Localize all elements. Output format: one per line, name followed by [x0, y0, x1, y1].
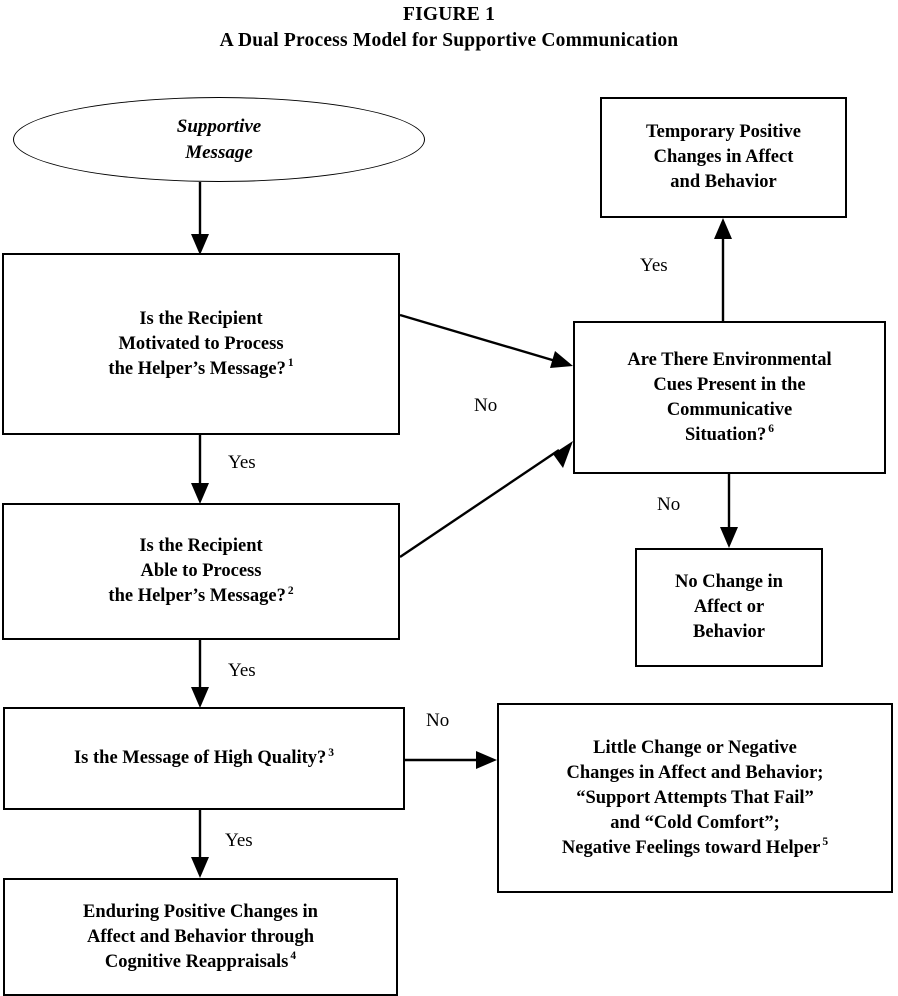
node-line: Is the Recipient — [139, 536, 263, 556]
node-line: Communicative — [666, 399, 793, 420]
node-line-text: Negative Feelings toward Helper — [561, 837, 821, 858]
node-line-with-footnote: the Helper’s Message?2 — [10, 584, 392, 609]
edge-label-no-quality-to-little-change: No — [426, 710, 450, 731]
node-line-text: Situation? — [685, 424, 767, 445]
node-line: Temporary Positive — [645, 122, 801, 142]
node-line-with-footnote: the Helper’s Message?1 — [10, 357, 392, 382]
node-enduring-positive-changes[interactable]: Enduring Positive Changes in Affect and … — [3, 878, 398, 996]
node-line-with-footnote: Is the Message of High Quality?3 — [11, 746, 397, 771]
edge-label-no-to-environmental: No — [474, 395, 498, 416]
edge-label-yes-quality-to-enduring: Yes — [225, 830, 253, 851]
node-line-text: Cognitive Reappraisals — [104, 951, 289, 972]
edge-quality-to-enduring — [191, 810, 209, 878]
node-environmental-cues[interactable]: Are There Environmental Cues Present in … — [573, 321, 886, 474]
edge-environmental-to-temporary — [714, 218, 732, 321]
node-line: Cues Present in the — [653, 374, 806, 395]
footnote-marker: 1 — [287, 357, 294, 370]
footnote-marker: 3 — [328, 746, 335, 759]
node-line: Affect and Behavior through — [87, 926, 314, 947]
node-line-text: the Helper’s Message? — [108, 586, 286, 606]
node-line: Supportive — [176, 115, 262, 137]
edge-label-yes-able-to-quality: Yes — [228, 660, 256, 681]
node-line: Changes in Affect and Behavior; — [566, 762, 824, 783]
node-is-recipient-motivated[interactable]: Is the Recipient Motivated to Process th… — [2, 253, 400, 435]
footnote-marker: 4 — [290, 950, 297, 963]
node-line: Able to Process — [140, 561, 262, 581]
node-line: “Support Attempts That Fail” — [576, 787, 814, 808]
node-line: Little Change or Negative — [593, 737, 797, 758]
node-no-change[interactable]: No Change in Affect or Behavior — [635, 548, 823, 667]
node-temporary-positive-changes[interactable]: Temporary Positive Changes in Affect and… — [600, 97, 847, 218]
node-line: Changes in Affect — [653, 147, 794, 167]
figure-number: FIGURE 1 — [402, 4, 496, 25]
node-line-with-footnote: Situation?6 — [581, 423, 878, 448]
footnote-marker: 5 — [822, 836, 829, 849]
edge-able-to-environmental — [399, 441, 573, 558]
node-line: Behavior — [693, 622, 765, 642]
node-line: and “Cold Comfort”; — [610, 812, 780, 833]
node-line: Enduring Positive Changes in — [83, 901, 318, 922]
node-little-or-negative-change[interactable]: Little Change or Negative Changes in Aff… — [497, 703, 893, 893]
node-line: Motivated to Process — [118, 333, 284, 354]
edge-motivated-to-environmental — [399, 313, 573, 368]
node-line: No Change in — [675, 572, 783, 592]
node-line: Affect or — [693, 597, 765, 617]
node-line-text: Is the Message of High Quality? — [73, 748, 327, 768]
node-line: and Behavior — [670, 172, 777, 192]
footnote-marker: 2 — [287, 584, 294, 597]
figure-title: A Dual Process Model for Supportive Comm… — [219, 30, 679, 51]
edge-motivated-to-able — [191, 435, 209, 504]
node-line: Are There Environmental — [627, 349, 832, 370]
node-is-message-high-quality[interactable]: Is the Message of High Quality?3 — [3, 707, 405, 810]
node-line: Is the Recipient — [139, 308, 263, 329]
node-line-text: the Helper’s Message? — [108, 358, 286, 379]
node-is-recipient-able[interactable]: Is the Recipient Able to Process the Hel… — [2, 503, 400, 640]
edge-message-to-motivated — [191, 182, 209, 255]
edge-label-yes-motivated-to-able: Yes — [228, 452, 256, 473]
edge-environmental-to-no-change — [720, 474, 738, 548]
edge-able-to-quality — [191, 640, 209, 708]
footnote-marker: 6 — [768, 423, 774, 436]
node-line: Message — [185, 141, 253, 163]
node-supportive-message[interactable]: Supportive Message — [13, 97, 425, 182]
edge-quality-to-little-change — [405, 751, 497, 769]
edge-label-yes-environmental-to-temporary: Yes — [640, 255, 668, 276]
edge-label-no-environmental-to-no-change: No — [657, 494, 681, 515]
